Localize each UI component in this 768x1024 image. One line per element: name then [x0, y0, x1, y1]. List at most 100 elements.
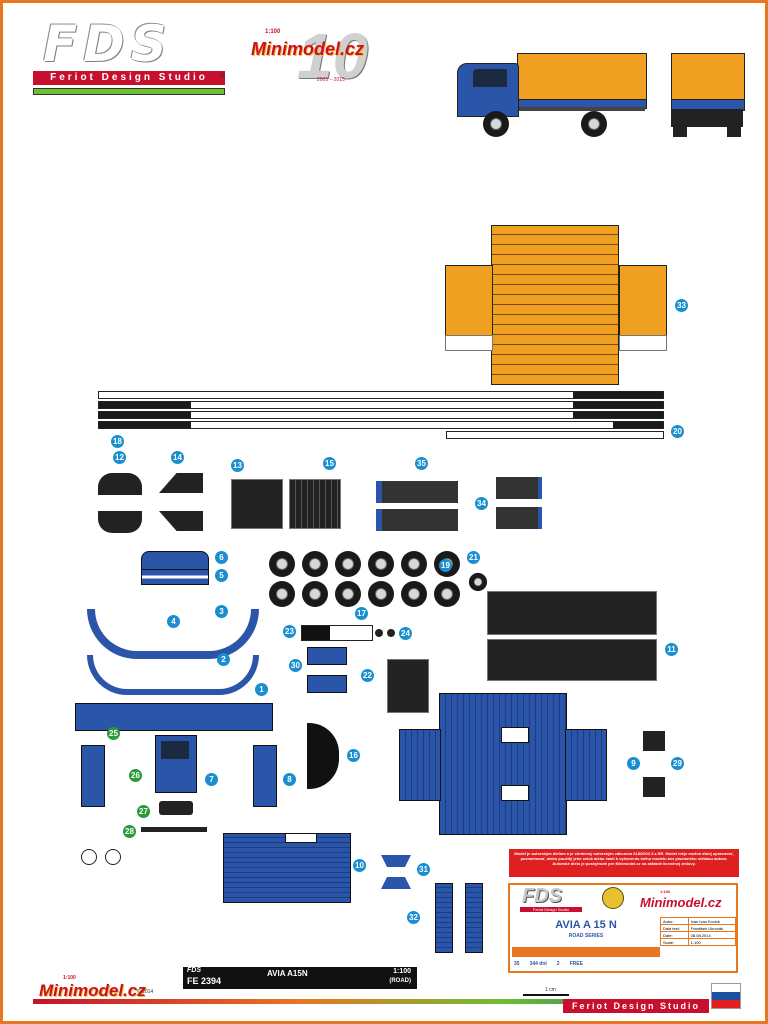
tarp-part [443, 225, 669, 385]
part-number-badge: 35 [415, 457, 428, 470]
mirror-icon [105, 849, 121, 865]
part-number-badge: 26 [129, 769, 142, 782]
part-number-badge: 22 [361, 669, 374, 682]
fds-underline [33, 88, 225, 95]
stat-pages: 2 [556, 961, 560, 967]
strip-5 [446, 431, 664, 439]
anniversary-number: 10 [297, 20, 369, 92]
part-number-badge: 16 [347, 749, 360, 762]
footer-code: FE 2394 [187, 976, 222, 986]
part-number-badge: 13 [231, 459, 244, 472]
footer-scale: 1:100 [393, 968, 411, 975]
info-value: Ivan Ivan Kovick [687, 917, 737, 925]
part-number-badge: 21 [467, 551, 480, 564]
footer-studio-bar: Feriot Design Studio [563, 999, 709, 1013]
footer-fds: FDS [187, 967, 201, 974]
wheel-icon [335, 581, 361, 607]
title-info-table: Autor:Ivan Ivan Kovick Dala test:Františ… [660, 917, 737, 946]
info-label: Autor: [660, 917, 689, 925]
info-label: Scale: [660, 938, 689, 946]
part-number-badge: 17 [355, 607, 368, 620]
emblem-icon [602, 887, 624, 909]
part-number-badge: 6 [215, 551, 228, 564]
footer-studio-text: Feriot Design Studio [571, 1001, 700, 1011]
truck-side-view [451, 51, 647, 141]
wheel-icon [302, 551, 328, 577]
title-color-band [512, 947, 660, 957]
footer-category: (ROAD) [389, 978, 411, 984]
part-number-badge: 4 [167, 615, 180, 628]
part-number-badge: 1 [255, 683, 268, 696]
truck-rear-view [669, 51, 745, 141]
part-number-badge: 9 [627, 757, 640, 770]
part-number-badge: 8 [283, 773, 296, 786]
info-label: Dala test: [660, 924, 689, 932]
model-name: AVIA A 15 N [555, 919, 617, 931]
footer-mini-text: Minimodel.cz [39, 981, 146, 1000]
copyright-notice-text: Model je autorským dielom a je chránený … [514, 851, 734, 866]
wheel-icon [368, 551, 394, 577]
platform-part [439, 693, 567, 835]
stat-time: 344 dní [529, 961, 547, 967]
footer-copyright: © 2014 [137, 989, 154, 995]
part-number-badge: 2 [217, 653, 230, 666]
fds-registered-mark: ® [219, 73, 225, 80]
part-number-badge: 28 [123, 825, 136, 838]
part-number-badge: 29 [671, 757, 684, 770]
info-value: 08.08.2014 [687, 931, 737, 939]
title-block: FDS Feriot Design Studio 1:100 Minimodel… [508, 883, 738, 973]
rear-wheel-icon [581, 111, 607, 137]
part-number-badge: 7 [205, 773, 218, 786]
fds-logo: FDS ® Feriot Design Studio [33, 17, 225, 99]
title-minimodel-logo: Minimodel.cz [640, 895, 722, 910]
footer-mini-scale: 1:100 [63, 975, 76, 981]
anniversary-logo: 10 1:100 Minimodel.cz 2005 – 2015 [245, 20, 385, 92]
part-number-badge: 10 [353, 859, 366, 872]
footer-minimodel-logo: 1:100 Minimodel.cz © 2014 [37, 975, 167, 1007]
part-number-badge: 20 [671, 425, 684, 438]
copyright-notice: Model je autorským dielom a je chránený … [509, 849, 739, 877]
part-number-badge: 31 [417, 863, 430, 876]
anniversary-years: 2005 – 2015 [317, 77, 345, 83]
wheel-icon [401, 551, 427, 577]
stat-price: FREE [569, 961, 583, 967]
part-number-badge: 34 [475, 497, 488, 510]
wheel-icon [335, 551, 361, 577]
part-number-badge: 14 [171, 451, 184, 464]
slovak-flag-icon [711, 983, 741, 1009]
wheel-icon [302, 581, 328, 607]
title-tagline: Feriot Design Studio [520, 907, 582, 912]
wheel-icon [434, 581, 460, 607]
part-number-badge: 5 [215, 569, 228, 582]
wheel-icon [401, 581, 427, 607]
part-number-badge: 33 [675, 299, 688, 312]
model-series: ROAD SERIES [568, 933, 604, 939]
fds-logo-text: FDS [43, 15, 173, 73]
footer-code-bar: FDS FE 2394 AVIA A15N 1:100 (ROAD) [183, 967, 417, 989]
part-number-badge: 25 [107, 727, 120, 740]
part-number-badge: 32 [407, 911, 420, 924]
part-number-badge: 15 [323, 457, 336, 470]
wheel-icon [368, 581, 394, 607]
part-number-badge: 12 [113, 451, 126, 464]
part-number-badge: 24 [399, 627, 412, 640]
part-number-badge: 23 [283, 625, 296, 638]
ruler: 1 cm [523, 987, 583, 997]
footer-model: AVIA A15N [267, 969, 308, 978]
footer-stripe [33, 999, 707, 1004]
mirror-icon [81, 849, 97, 865]
ruler-label: 1 cm [545, 987, 556, 993]
title-minimodel-scale: 1:100 [660, 889, 671, 894]
part-number-badge: 19 [439, 559, 452, 572]
wheel-icon [269, 551, 295, 577]
stats-row: 35 344 dní 2 FREE [514, 961, 624, 967]
part-number-badge: 3 [215, 605, 228, 618]
part-number-badge: 27 [137, 805, 150, 818]
part-number-badge: 18 [111, 435, 124, 448]
strip-1 [98, 391, 664, 399]
fds-tagline: Feriot Design Studio [33, 71, 225, 85]
spare-wheel-icon [468, 572, 488, 592]
front-wheel-icon [483, 111, 509, 137]
part-number-badge: 30 [289, 659, 302, 672]
info-value: 1:100 [687, 938, 737, 946]
